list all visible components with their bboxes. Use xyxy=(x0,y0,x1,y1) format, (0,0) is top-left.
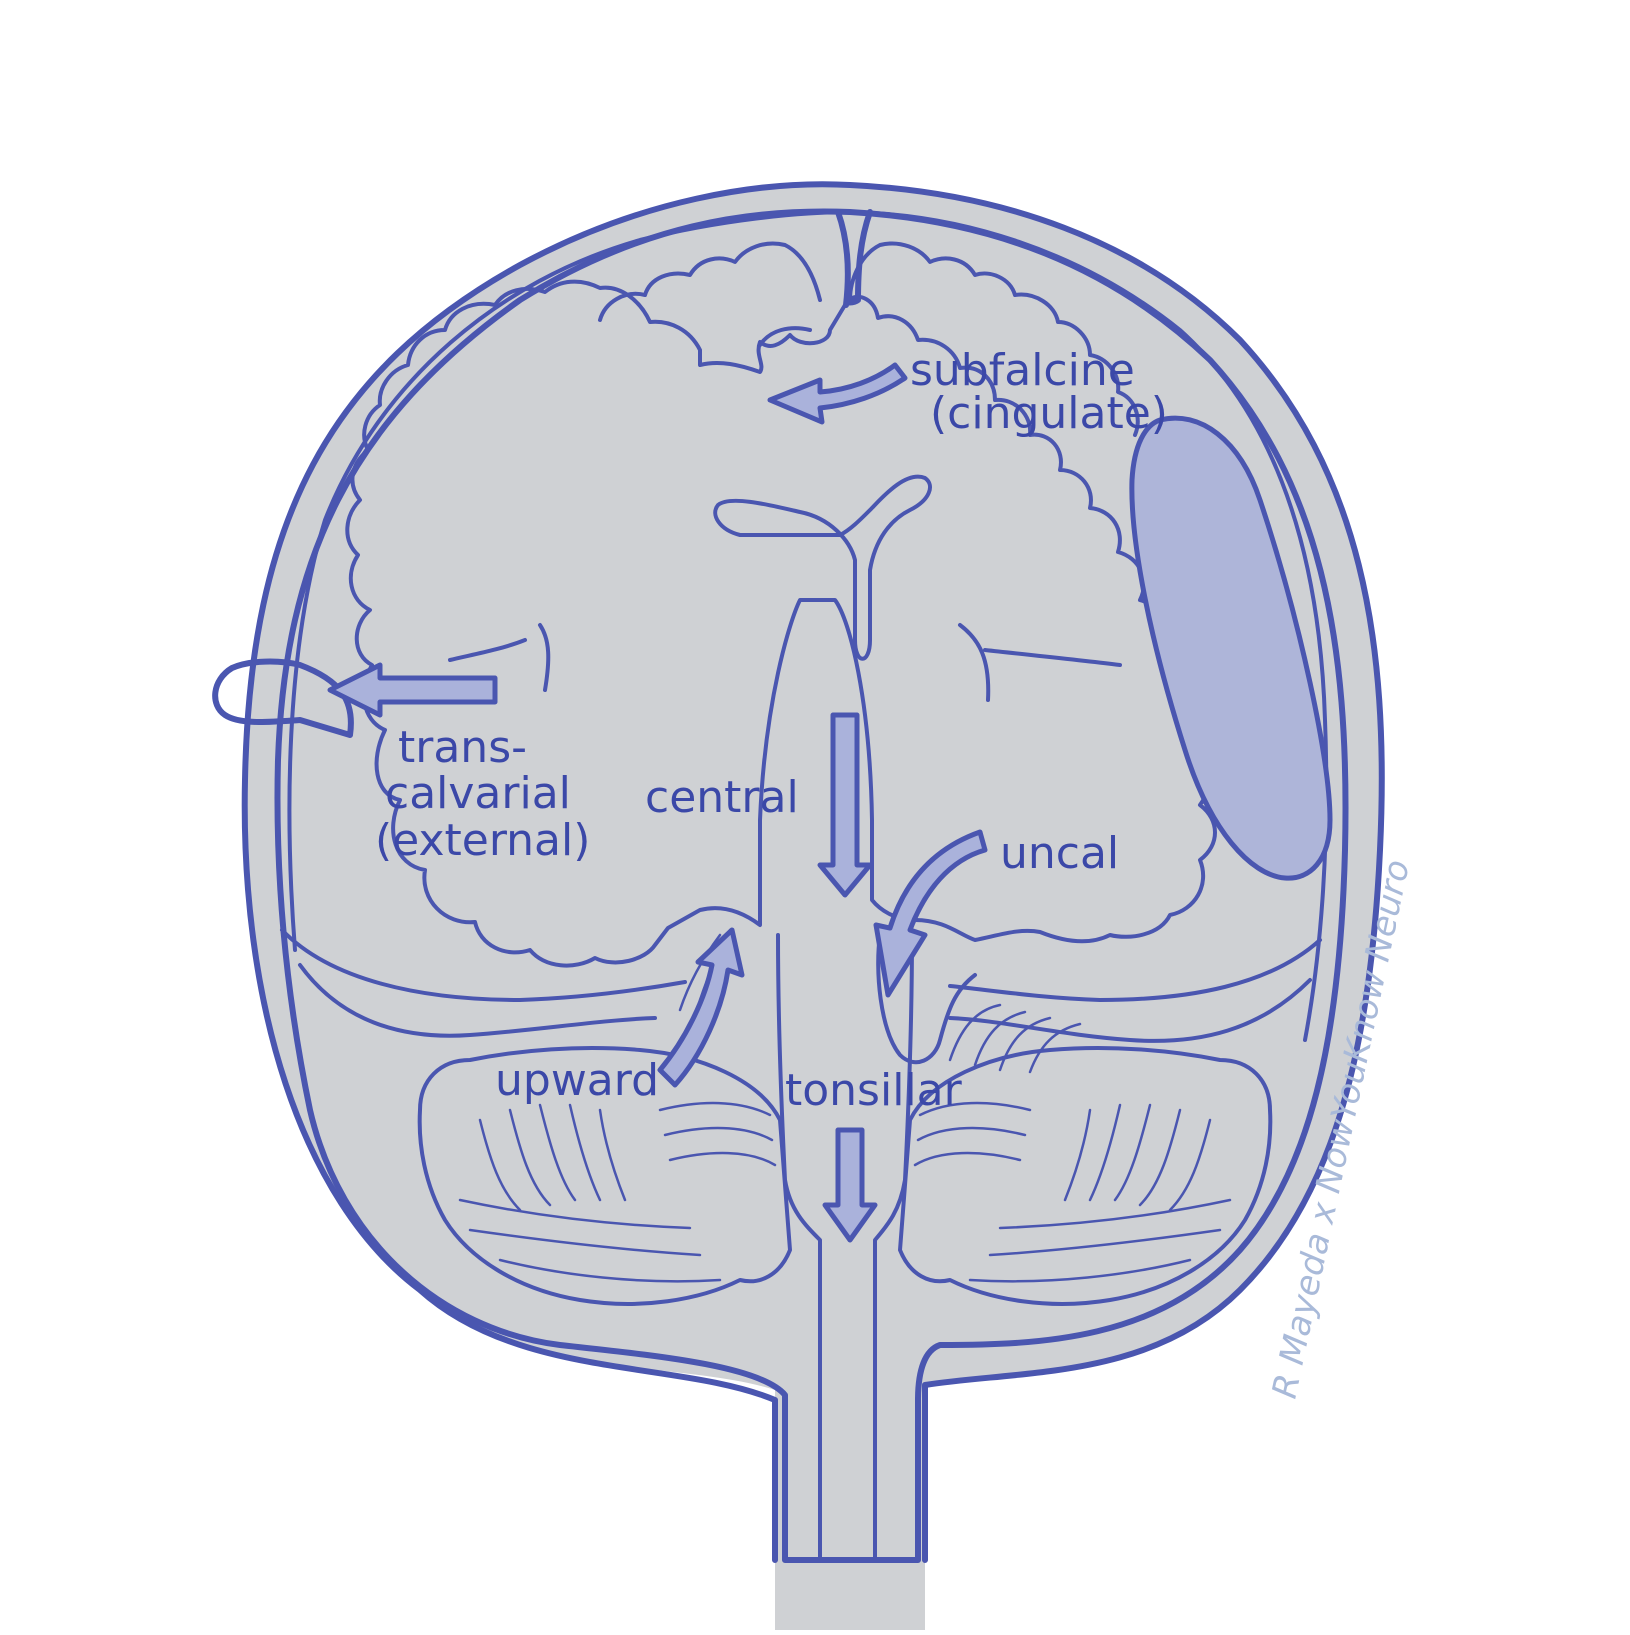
sulcus-subfalcine xyxy=(758,326,812,347)
label-uncal: uncal xyxy=(1000,828,1119,879)
tentorium-left xyxy=(280,928,687,1002)
gyri-left xyxy=(848,241,1140,437)
transcalvarial-arrow xyxy=(327,662,498,718)
cerebellum-right xyxy=(898,1046,1273,1306)
sulcus-right xyxy=(958,623,991,702)
label-tonsillar: tonsillar xyxy=(785,1065,963,1116)
uncal-arrow xyxy=(873,829,988,998)
gyri-right xyxy=(598,241,822,322)
skull-outer-line xyxy=(241,181,1385,1563)
cerebellum-left xyxy=(417,1046,792,1306)
label-upward: upward xyxy=(495,1055,659,1106)
label-subfalcine: subfalcine xyxy=(910,345,1135,396)
label-transcalvarial-1: trans- xyxy=(398,722,527,773)
tentorium-left-lower xyxy=(298,963,657,1038)
central-arrow xyxy=(817,712,873,898)
dura-line xyxy=(287,210,1329,1042)
label-transcalvarial-3: (external) xyxy=(375,815,590,866)
lateral-ventricles xyxy=(713,474,932,661)
cerebellar-folia xyxy=(458,928,1232,1283)
sulcus-right-2 xyxy=(983,648,1122,667)
cerebrum-outline xyxy=(345,279,1217,968)
label-subfalcine-cingulate: (cingulate) xyxy=(930,388,1168,439)
label-central: central xyxy=(645,772,799,823)
subfalcine-arrow xyxy=(767,362,908,425)
tonsillar-arrow xyxy=(822,1127,878,1243)
epidural-hematoma xyxy=(1129,415,1333,881)
falx-cerebri xyxy=(835,209,873,308)
label-transcalvarial-2: calvarial xyxy=(385,768,571,819)
sulcus-left xyxy=(538,623,551,692)
tentorium-right xyxy=(948,938,1322,1002)
transcalvarial-protrusion xyxy=(212,658,354,738)
upward-arrow xyxy=(657,927,745,1088)
skull-bone xyxy=(244,184,1382,1635)
uncus xyxy=(876,933,977,1065)
sulcus-left-2 xyxy=(448,638,527,662)
